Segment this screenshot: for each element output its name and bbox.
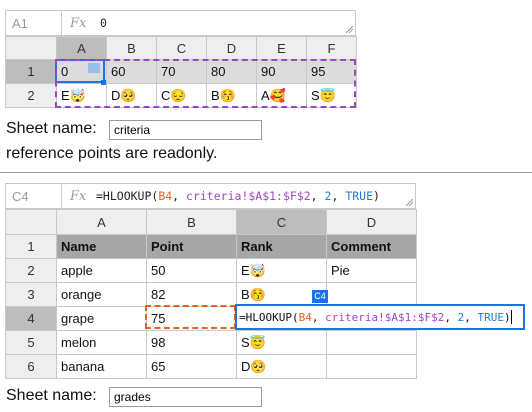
column-header-A[interactable]: A <box>56 209 147 235</box>
cell-address: A1 <box>6 11 62 35</box>
cell-editor[interactable]: =HLOOKUP(B4, criteria!$A$1:$F$2, 2, TRUE… <box>235 304 525 330</box>
cell-B4[interactable]: 75 <box>146 306 237 331</box>
cell-address: C4 <box>6 184 62 208</box>
cell-C1[interactable]: 70 <box>156 59 207 84</box>
cell-D6[interactable] <box>326 354 417 379</box>
column-header-A[interactable]: A <box>56 36 107 60</box>
text-caret <box>510 310 512 324</box>
formula-bar-grades: C4 𝐹x =HLOOKUP(B4, criteria!$A$1:$F$2, 2… <box>5 183 416 209</box>
grades-grid: A B C D 1 Name Point Rank Comment 2 appl… <box>5 209 417 379</box>
grid-corner[interactable] <box>5 209 57 235</box>
cell-B1[interactable]: Point <box>146 234 237 259</box>
cell-F2[interactable]: S😇 <box>306 83 357 108</box>
cell-A3[interactable]: orange <box>56 282 147 307</box>
cell-A4[interactable]: grape <box>56 306 147 331</box>
sheet-name-label: Sheet name: <box>6 387 97 404</box>
cell-A2[interactable]: E🤯 <box>56 83 107 108</box>
cell-cursor-marker <box>88 63 100 73</box>
resize-corner-icon[interactable] <box>406 199 413 206</box>
fx-icon: 𝐹x <box>70 188 87 204</box>
column-header-D[interactable]: D <box>206 36 257 60</box>
readonly-note: reference points are readonly. <box>6 145 218 162</box>
cell-B2[interactable]: D🥺 <box>106 83 157 108</box>
cell-A5[interactable]: melon <box>56 330 147 355</box>
column-header-D[interactable]: D <box>326 209 417 235</box>
cell-A6[interactable]: banana <box>56 354 147 379</box>
criteria-grid: A B C D E F 1 0 60 70 80 90 95 2 E🤯 D🥺 C… <box>5 36 357 108</box>
cell-E2[interactable]: A🥰 <box>256 83 307 108</box>
section-divider <box>0 172 532 173</box>
column-header-E[interactable]: E <box>256 36 307 60</box>
cell-C2[interactable]: E🤯 <box>236 258 327 283</box>
cell-C5[interactable]: S😇 <box>236 330 327 355</box>
row-header-5[interactable]: 5 <box>5 330 57 355</box>
fx-icon: 𝐹x <box>70 15 87 31</box>
grid-corner[interactable] <box>5 36 57 60</box>
row-header-1[interactable]: 1 <box>5 234 57 259</box>
sheet-name-input[interactable] <box>109 120 262 140</box>
row-header-2[interactable]: 2 <box>5 258 57 283</box>
cell-C1[interactable]: Rank <box>236 234 327 259</box>
formula-input[interactable]: 0 <box>100 16 107 30</box>
referenced-range-outline <box>55 59 356 108</box>
cell-A2[interactable]: apple <box>56 258 147 283</box>
cell-C3[interactable]: B😚 <box>236 282 327 307</box>
cell-B5[interactable]: 98 <box>146 330 237 355</box>
cell-B3[interactable]: 82 <box>146 282 237 307</box>
sheet-name-input[interactable] <box>109 387 262 407</box>
cell-D2[interactable]: Pie <box>326 258 417 283</box>
cell-D3[interactable] <box>326 282 417 307</box>
cell-F1[interactable]: 95 <box>306 59 357 84</box>
cell-D2[interactable]: B😚 <box>206 83 257 108</box>
cell-C6[interactable]: D🥺 <box>236 354 327 379</box>
row-header-1[interactable]: 1 <box>5 59 57 84</box>
column-header-C[interactable]: C <box>236 209 327 235</box>
resize-corner-icon[interactable] <box>346 26 353 33</box>
cell-A1[interactable]: Name <box>56 234 147 259</box>
cell-B1[interactable]: 60 <box>106 59 157 84</box>
row-header-3[interactable]: 3 <box>5 282 57 307</box>
cell-D1[interactable]: Comment <box>326 234 417 259</box>
formula-bar-criteria: A1 𝐹x 0 <box>5 10 356 36</box>
cell-E1[interactable]: 90 <box>256 59 307 84</box>
column-header-B[interactable]: B <box>106 36 157 60</box>
column-header-C[interactable]: C <box>156 36 207 60</box>
cell-D1[interactable]: 80 <box>206 59 257 84</box>
row-header-2[interactable]: 2 <box>5 83 57 108</box>
sheet-name-label: Sheet name: <box>6 120 97 137</box>
column-header-F[interactable]: F <box>306 36 357 60</box>
row-header-6[interactable]: 6 <box>5 354 57 379</box>
referenced-cell-outline <box>145 305 236 329</box>
edit-cell-badge: C4 <box>312 290 328 303</box>
cell-B6[interactable]: 65 <box>146 354 237 379</box>
cell-B2[interactable]: 50 <box>146 258 237 283</box>
row-header-4[interactable]: 4 <box>5 306 57 331</box>
fill-handle[interactable] <box>101 80 106 85</box>
cell-D5[interactable] <box>326 330 417 355</box>
formula-input[interactable]: =HLOOKUP(B4, criteria!$A$1:$F$2, 2, TRUE… <box>96 189 380 203</box>
column-header-B[interactable]: B <box>146 209 237 235</box>
